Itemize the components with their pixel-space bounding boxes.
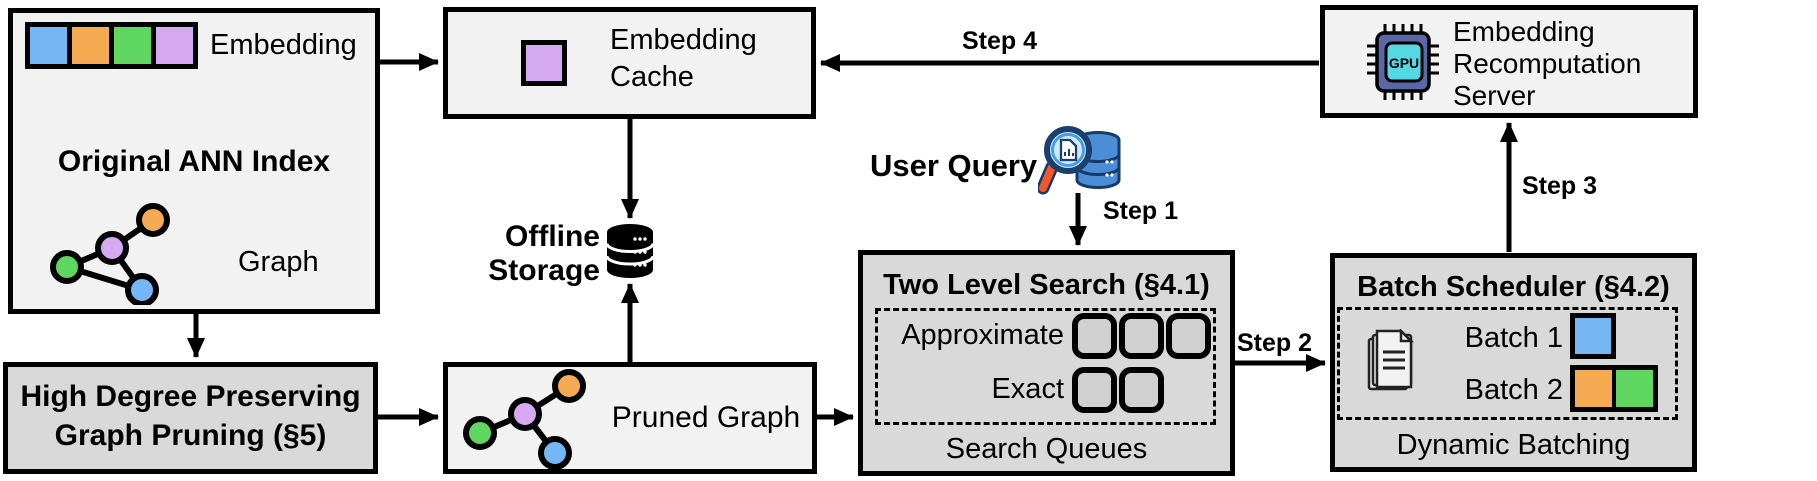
embedding-cache-label-line2: Cache (610, 61, 694, 93)
embedding-cell-purple (156, 27, 193, 64)
pruned-graph-box: Pruned Graph (443, 362, 817, 474)
queue-slot (1119, 313, 1164, 359)
step3-label: Step 3 (1522, 172, 1598, 200)
high-degree-pruning-label-line2: Graph Pruning (§5) (54, 419, 327, 452)
embedding-cell-blue (30, 27, 67, 64)
batch2-square-orange (1575, 370, 1612, 407)
two-level-search-box: Two Level Search (§4.1) Approximate Exac… (858, 250, 1235, 476)
embedding-cache-box: Embedding Cache (443, 7, 816, 119)
recomputation-server-label-line3: Server (1453, 80, 1536, 111)
graph-label: Graph (238, 246, 319, 278)
two-level-search-title: Two Level Search (§4.1) (883, 269, 1210, 301)
recomputation-server-box: GPU Embedding Recomputation Server (1320, 5, 1698, 118)
original-ann-index-title: Original ANN Index (57, 145, 331, 178)
cached-embedding-icon (521, 40, 567, 86)
search-queues-region: Approximate Exact (875, 308, 1216, 425)
gpu-icon-label: GPU (1389, 55, 1419, 71)
queue-slot (1072, 313, 1117, 359)
high-degree-pruning-label-line1: High Degree Preserving (20, 380, 361, 413)
batch1-square-blue (1570, 313, 1616, 359)
offline-storage-label-line2: Storage (488, 254, 600, 287)
pruned-graph-icon (463, 369, 586, 469)
offline-storage-label: Offline Storage (440, 220, 600, 288)
queue-slot (1119, 367, 1164, 413)
user-query-label: User Query (870, 148, 1038, 183)
embedding-cache-label-line1: Embedding (610, 24, 757, 56)
offline-storage-label-line1: Offline (505, 220, 600, 253)
gpu-chip-icon: GPU (1367, 24, 1439, 100)
batch-scheduler-title: Batch Scheduler (§4.2) (1357, 271, 1670, 303)
exact-label: Exact (991, 373, 1064, 405)
exact-queue-slots (1072, 367, 1164, 413)
high-degree-pruning-box: High Degree Preserving Graph Pruning (§5… (3, 362, 378, 474)
batch2-square-green (1616, 370, 1653, 407)
dynamic-batching-footer: Dynamic Batching (1396, 429, 1631, 461)
graph-icon (50, 203, 170, 305)
query-search-icon (1038, 126, 1121, 195)
embedding-cache-label: Embedding Cache (610, 22, 757, 96)
step1-label: Step 1 (1103, 197, 1179, 225)
pruned-graph-label: Pruned Graph (611, 401, 801, 434)
queue-slot (1166, 313, 1211, 359)
recomputation-server-label: Embedding Recomputation Server (1453, 16, 1641, 112)
offline-storage-database-icon (605, 224, 655, 278)
batch2-label: Batch 2 (1464, 374, 1563, 406)
batch-scheduler-box: Batch Scheduler (§4.2) Batch 1 Batch 2 (1330, 253, 1697, 472)
approximate-label: Approximate (901, 319, 1064, 351)
embedding-cell-orange (72, 27, 109, 64)
recomputation-server-label-line2: Recomputation (1453, 48, 1642, 79)
step2-label: Step 2 (1237, 329, 1313, 357)
search-queues-footer: Search Queues (945, 433, 1148, 465)
batch1-label: Batch 1 (1464, 322, 1563, 354)
high-degree-pruning-label: High Degree Preserving Graph Pruning (§5… (8, 377, 373, 455)
queue-slot (1072, 367, 1117, 413)
step4-label: Step 4 (962, 27, 1038, 55)
documents-icon (1367, 329, 1415, 391)
recomputation-server-label-line1: Embedding (1453, 16, 1595, 47)
batch2-squares (1570, 365, 1658, 412)
original-ann-index-box: Embedding Original ANN Index Graph (8, 8, 380, 314)
embedding-label: Embedding (210, 29, 357, 61)
approximate-queue-slots (1072, 313, 1211, 359)
dynamic-batching-region: Batch 1 Batch 2 (1337, 307, 1678, 420)
embedding-vector-icon (25, 22, 198, 69)
embedding-cell-green (114, 27, 151, 64)
